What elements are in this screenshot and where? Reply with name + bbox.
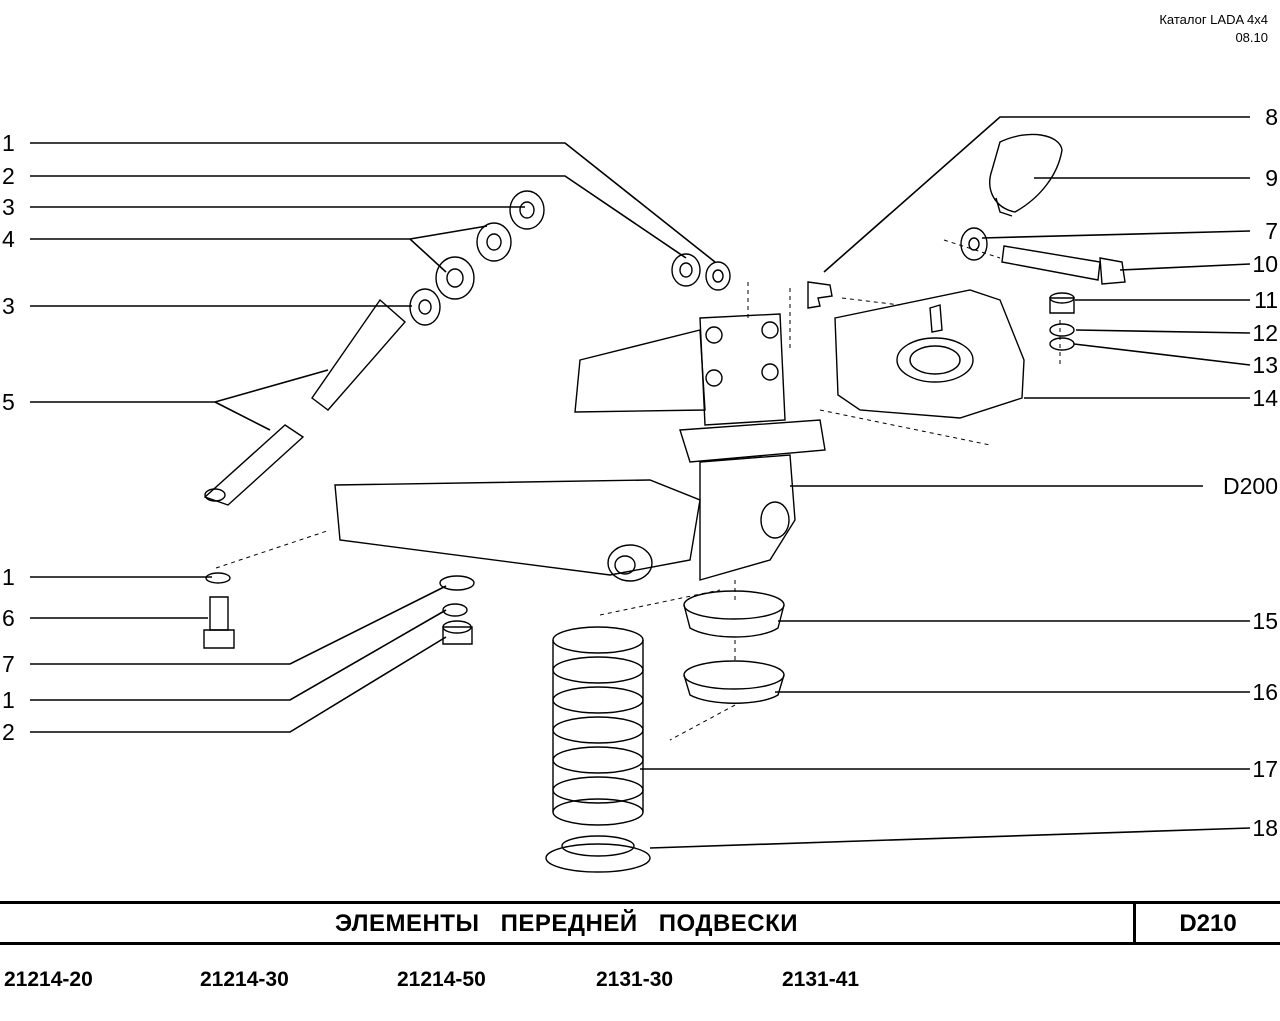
washer-7-lower (439, 575, 475, 591)
washer-7-right (960, 227, 988, 261)
callout-left: 1 (2, 130, 15, 156)
callout-left: 1 (2, 687, 15, 713)
callout-right: 7 (1265, 218, 1278, 244)
callout-right: 14 (1252, 385, 1278, 411)
washer-4-upper (476, 222, 512, 262)
callout-right: 12 (1252, 320, 1278, 346)
model-code: 21214-20 (4, 968, 93, 991)
bolt-10 (1001, 245, 1101, 281)
callout-left: 4 (2, 226, 15, 252)
coil-spring-17 (552, 626, 644, 826)
callout-labels: 1 2 3 4 3 5 1 6 7 1 2 8 9 7 10 11 12 13 … (2, 104, 1278, 841)
bushing-3-upper (509, 190, 545, 230)
cross-member (334, 479, 701, 576)
leader-lines (30, 116, 1251, 849)
callout-left: 5 (2, 389, 15, 415)
washer-13 (1049, 337, 1075, 351)
callout-left: 2 (2, 719, 15, 745)
callout-right: 13 (1252, 352, 1278, 378)
model-code: 21214-50 (397, 968, 486, 991)
callout-right: 16 (1252, 679, 1278, 705)
catalog-header: Каталог LADA 4x4 (1159, 12, 1268, 27)
callout-left: 3 (2, 194, 15, 220)
callout-left: 7 (2, 651, 15, 677)
strut-rod-lower (203, 424, 305, 506)
spring-seat-18 (545, 843, 651, 873)
washer-12 (1049, 323, 1075, 337)
title-bar: ЭЛЕМЕНТЫ ПЕРЕДНЕЙ ПОДВЕСКИ D210 (0, 901, 1280, 945)
callout-left: 1 (2, 564, 15, 590)
callout-right: 10 (1252, 251, 1278, 277)
callout-right: 17 (1252, 756, 1278, 782)
bushing-3-lower (409, 288, 441, 326)
nut-2-lower (442, 626, 473, 645)
catalog-date: 08.10 (1235, 30, 1268, 45)
callout-right: 15 (1252, 608, 1278, 634)
spring-seat-15 (683, 590, 785, 620)
bump-bracket-14 (834, 289, 1025, 419)
title-divider (1133, 904, 1136, 942)
spring-seat-16 (683, 660, 785, 690)
section-code: D210 (1179, 910, 1237, 937)
assembly-dash-lines (215, 239, 1061, 741)
page-title: ЭЛЕМЕНТЫ ПЕРЕДНЕЙ ПОДВЕСКИ (334, 910, 799, 937)
callout-right: 8 (1265, 104, 1278, 130)
washer-4-lower (435, 256, 475, 300)
callout-left: 6 (2, 605, 15, 631)
callout-right: 11 (1254, 287, 1278, 313)
washer-1-top (705, 261, 731, 291)
model-code: 2131-30 (596, 968, 674, 991)
model-code: 21214-30 (200, 968, 289, 991)
washer-1-lower (205, 572, 231, 584)
washer-1-lower-2 (442, 603, 468, 617)
callout-left: 2 (2, 163, 15, 189)
nut-2-top (671, 253, 701, 287)
bump-stop-9 (989, 133, 1063, 213)
plate-8 (807, 281, 833, 309)
callout-left: 3 (2, 293, 15, 319)
strut-rod-upper (311, 298, 406, 411)
callout-right: D200 (1223, 473, 1278, 499)
nut-11 (1049, 297, 1075, 314)
callout-right: 18 (1252, 815, 1278, 841)
bolt-6 (209, 596, 229, 631)
suspension-exploded-diagram: 1 2 3 4 3 5 1 6 7 1 2 8 9 7 10 11 12 13 … (2, 104, 1278, 873)
callout-right: 9 (1265, 165, 1278, 191)
model-code: 2131-41 (782, 968, 860, 991)
parts (203, 133, 1126, 873)
